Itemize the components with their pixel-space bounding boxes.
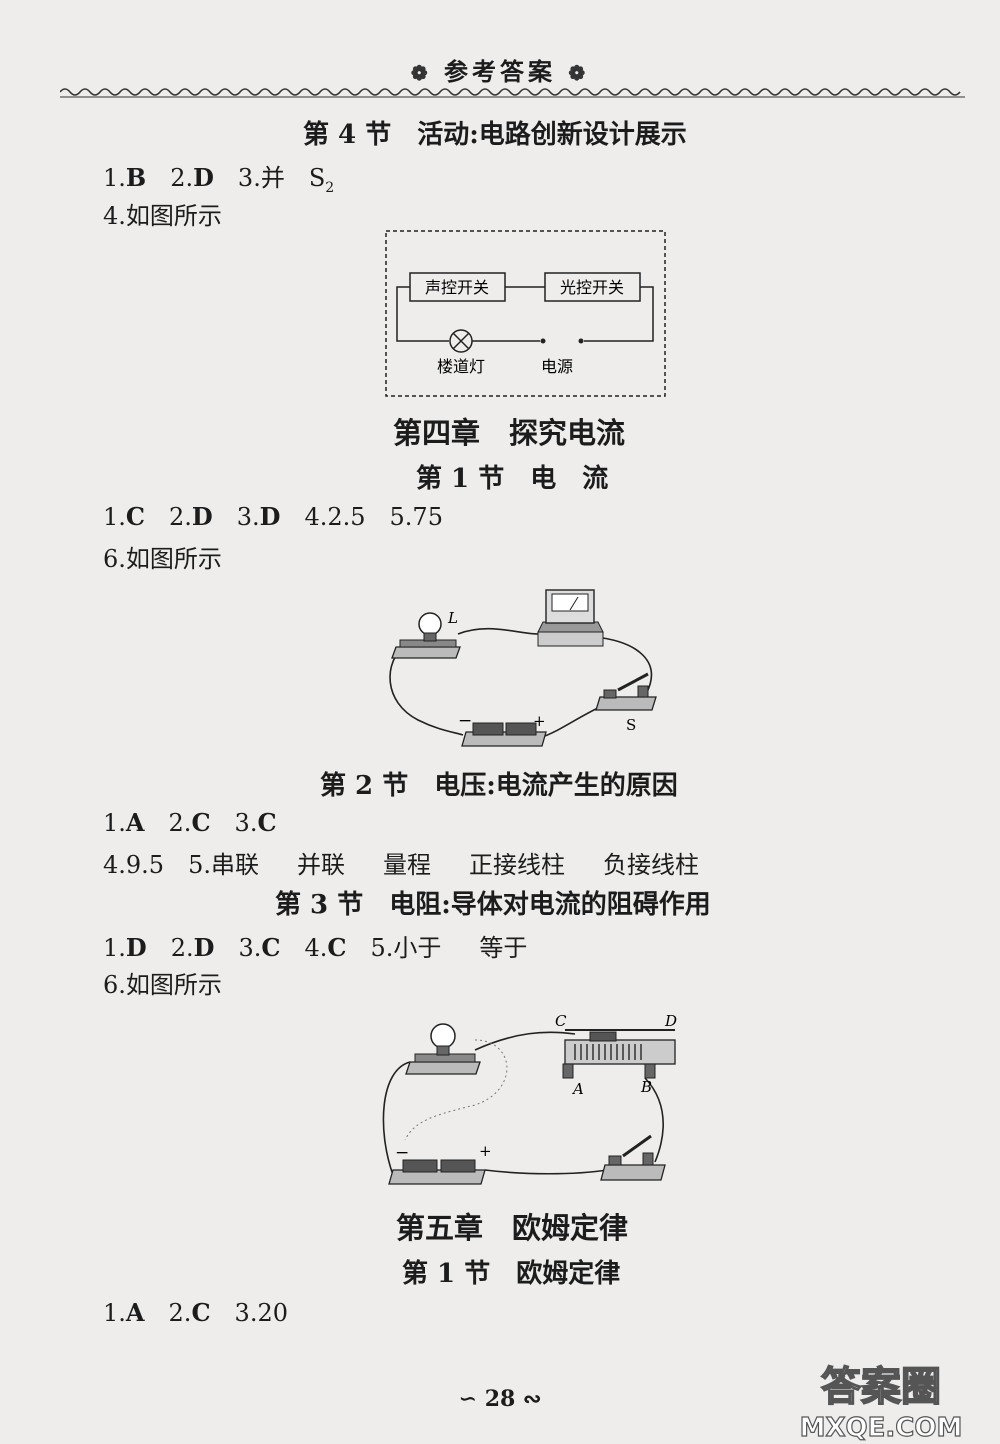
lamp-label: 楼道灯 [437,357,485,376]
switch-icon [600,1134,666,1181]
ornament-right-icon: ∾ [522,1386,542,1412]
flourish-icon: ❁ [410,61,432,85]
power-label: 电源 [541,357,573,376]
ammeter-icon [537,589,604,647]
rheostat-icon [562,1029,676,1079]
battery-minus-label: − [395,1143,409,1163]
section-title: 第 3 节 电阻:导体对电流的阻碍作用 [275,890,711,920]
header-title: 参考答案 [444,57,556,86]
svg-text:答案圈: 答案圈 [821,1364,941,1410]
ammeter-circuit-figure: L S − + [389,589,657,747]
switch-icon [595,672,657,711]
stairway-light-circuit-diagram: 声控开关 光控开关 楼道灯 电源 [385,230,666,397]
terminal-c-label: C [555,1012,567,1030]
page-number: ∽ 28 ∾ [458,1386,542,1412]
terminal-a-label: A [571,1080,584,1098]
flourish-icon: ❁ [568,61,590,85]
terminal-icon [540,338,546,344]
section-title: 第 1 节 电 流 [416,464,609,494]
watermark-logo: 答案圈 MXQE.COM [799,1363,963,1443]
svg-text:MXQE.COM: MXQE.COM [800,1413,963,1443]
header-rule [60,88,965,98]
battery-plus-label: + [479,1142,492,1160]
answer-line: 6.如图所示 [103,545,222,573]
lamp-label: L [447,609,458,627]
lamp-board-icon [391,612,461,659]
battery-minus-label: − [458,711,472,731]
rheostat-circuit-figure: C D A B − + [382,1012,677,1185]
page-header: ❁ 参考答案 ❁ [0,52,1000,87]
lamp-board-icon [405,1023,481,1075]
chapter-title: 第五章 欧姆定律 [396,1211,629,1245]
terminal-d-label: D [664,1012,677,1030]
answer-line: 6.如图所示 [103,971,222,999]
ornament-left-icon: ∽ [458,1386,478,1412]
section-title: 第 1 节 欧姆定律 [402,1259,621,1289]
switch-label: S [626,716,636,734]
battery-plus-label: + [533,712,546,730]
sound-switch-label: 声控开关 [425,278,489,297]
terminal-icon [578,338,584,344]
battery-icon [461,722,547,747]
chapter-title: 第四章 探究电流 [393,416,626,450]
answer-line: 4.如图所示 [103,202,222,230]
section-title: 第 4 节 活动:电路创新设计展示 [303,120,687,150]
battery-icon [388,1159,486,1185]
terminal-b-label: B [640,1078,652,1096]
section-title: 第 2 节 电压:电流产生的原因 [320,771,678,801]
light-switch-label: 光控开关 [560,278,624,297]
